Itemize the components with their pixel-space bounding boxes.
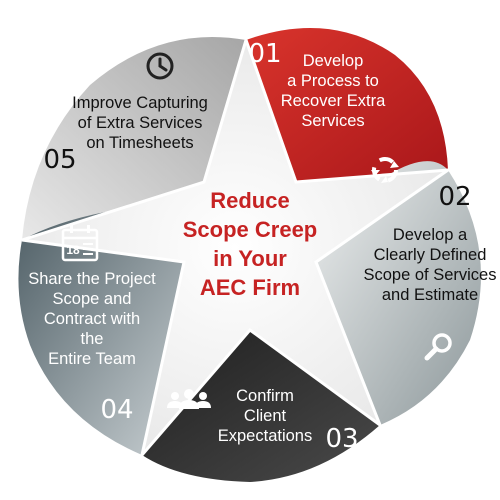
segment-04-number: 04: [100, 395, 133, 425]
center-title-line: AEC Firm: [200, 275, 300, 300]
segment-02-label-line: and Estimate: [382, 286, 478, 304]
segment-03-label-line: Confirm: [236, 387, 294, 405]
segment-05-number: 05: [43, 145, 76, 175]
svg-text:18: 18: [66, 243, 80, 257]
center-title-line: Reduce: [210, 188, 289, 213]
segment-02-label-line: Clearly Defined: [374, 246, 487, 264]
segment-05-label-line: Improve Capturing: [72, 94, 208, 112]
segment-05-label-line: of Extra Services: [78, 114, 203, 132]
segment-04-label-line: the: [81, 330, 104, 348]
center-title-line: in Your: [213, 246, 287, 271]
segment-05-shape: [22, 37, 246, 240]
people-group-icon: [167, 389, 211, 409]
segment-04-label-line: Entire Team: [48, 350, 136, 368]
segment-01-label-line: a Process to: [287, 72, 379, 90]
magnifier-icon: [424, 333, 452, 361]
center-title-line: Scope Creep: [183, 217, 318, 242]
cycle-arrows-icon: [371, 157, 399, 183]
segment-01-shape: [246, 28, 448, 182]
segment-03-label-line: Client: [244, 407, 287, 425]
segment-04-shape: [18, 212, 184, 455]
segment-02-number: 02: [438, 182, 471, 212]
segment-03-number: 03: [325, 424, 358, 454]
segment-01-label-line: Develop: [303, 52, 364, 70]
segment-01-label-line: Recover Extra: [281, 92, 386, 110]
segment-04-label-line: Contract with: [44, 310, 140, 328]
clock-icon: [146, 52, 174, 80]
segment-04-label-line: Scope and: [53, 290, 132, 308]
segment-05-label: Improve Capturing of Extra Services on Tim…: [72, 94, 208, 152]
calendar-icon: 18: [61, 225, 99, 262]
segment-05-label-line: on Timesheets: [86, 134, 193, 152]
segment-02-label-line: Develop a: [393, 226, 468, 244]
segment-01-number: 01: [248, 39, 281, 69]
segment-03-label-line: Expectations: [218, 427, 312, 445]
segment-04-label-line: Share the Project: [28, 270, 156, 288]
segment-01-label-line: Services: [301, 112, 364, 130]
segment-02-label-line: Scope of Services: [364, 266, 497, 284]
